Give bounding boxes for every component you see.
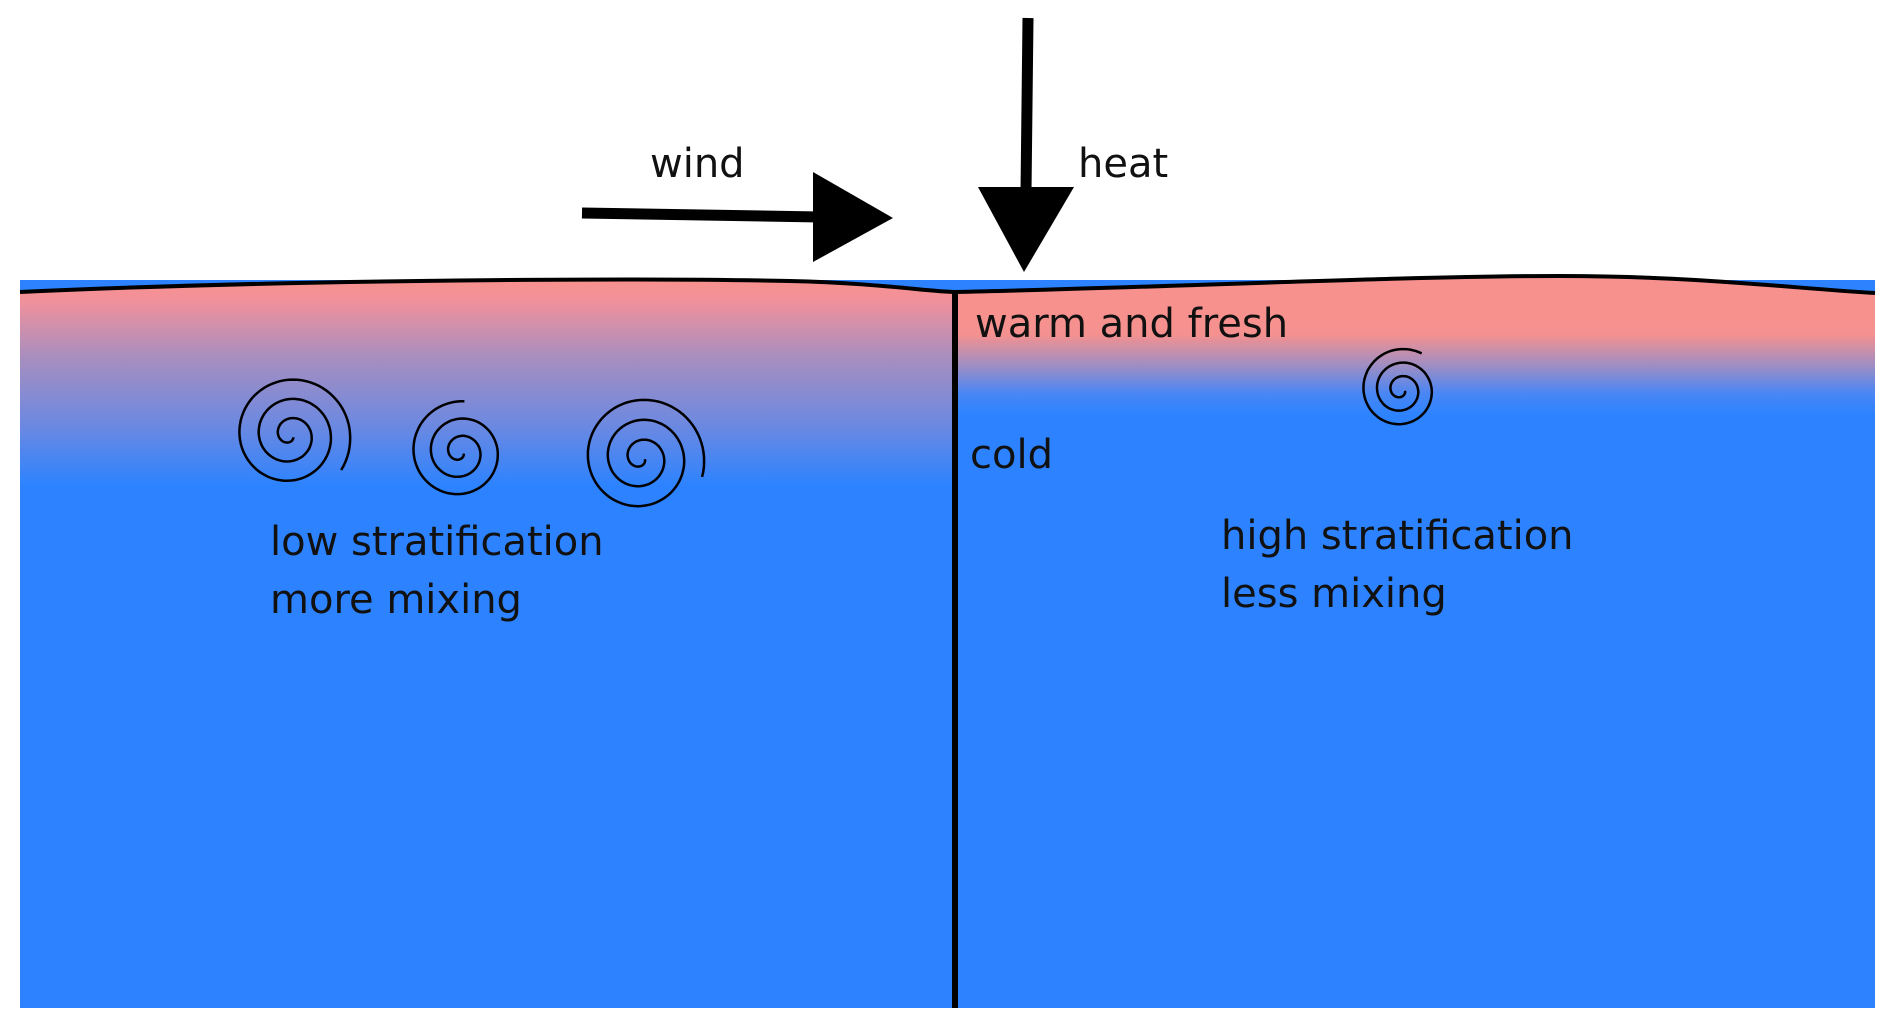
arrow-down-icon (978, 17, 1074, 272)
wind-label: wind (650, 141, 745, 187)
spiral-icon (586, 398, 706, 508)
spiral-icon (412, 399, 500, 496)
arrow-right-icon (581, 172, 893, 262)
left-surface-gradient (20, 279, 955, 525)
right-caption-line2: less mixing (1221, 571, 1447, 617)
cold-label: cold (970, 432, 1053, 478)
spiral-icon (1362, 347, 1434, 426)
warm-fresh-label: warm and fresh (975, 301, 1288, 347)
left-caption-line2: more mixing (270, 577, 522, 623)
right-caption-line1: high stratification (1221, 513, 1574, 559)
spiral-icon (238, 378, 352, 483)
right-water-column (955, 276, 1875, 1008)
sea-surface-line (19, 273, 1876, 295)
heat-label: heat (1078, 141, 1168, 187)
right-surface-gradient (955, 276, 1875, 415)
left-water-column (20, 279, 955, 1008)
left-caption-line1: low stratification (270, 519, 604, 565)
